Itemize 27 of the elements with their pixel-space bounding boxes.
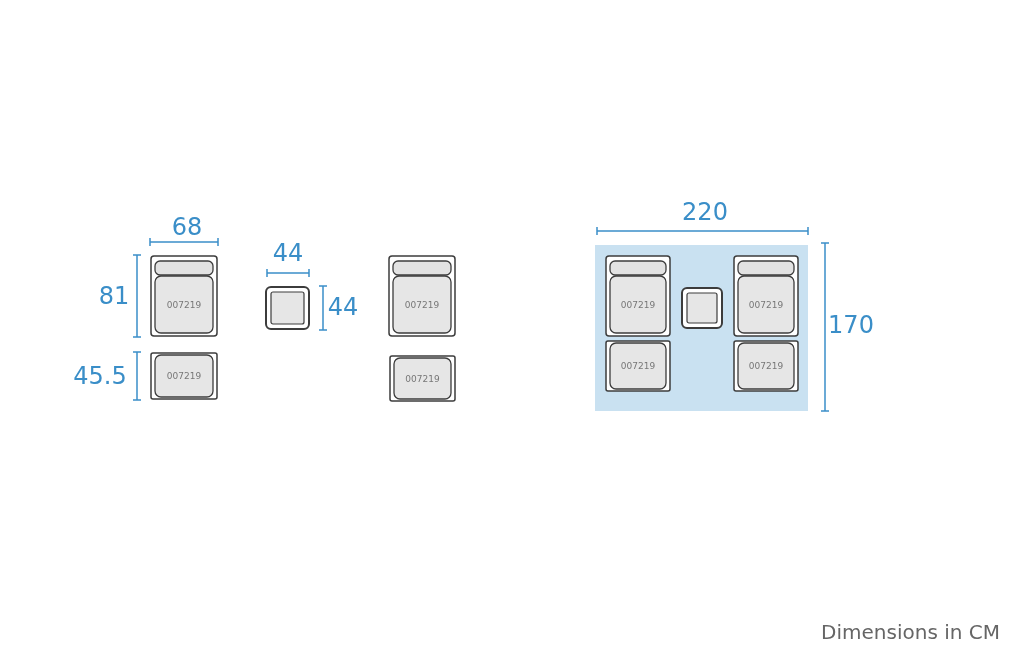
product-code: 007219 (620, 361, 656, 371)
product-code: 007219 (166, 299, 202, 310)
footstool (389, 355, 456, 402)
side-table (265, 286, 310, 330)
dimension-value: 45.5 (73, 364, 127, 388)
product-code: 007219 (748, 299, 784, 310)
product-code: 007219 (166, 371, 202, 381)
product-code: 007219 (404, 299, 440, 310)
armchair (150, 255, 218, 337)
product-code: 007219 (748, 361, 784, 371)
footstool (605, 340, 671, 392)
dimension-value: 220 (682, 200, 728, 224)
side-table (681, 287, 723, 329)
footstool (150, 352, 218, 400)
dimension-value: 170 (828, 313, 874, 337)
dimension-value: 44 (327, 295, 359, 319)
dimension-value: 44 (272, 241, 304, 265)
footstool (733, 340, 799, 392)
dimension-value: 68 (171, 215, 203, 239)
units-note: Dimensions in CM (821, 622, 1000, 642)
armchair (605, 255, 671, 337)
product-code: 007219 (405, 373, 440, 384)
armchair (388, 255, 456, 337)
armchair (733, 255, 799, 337)
layout-area (595, 245, 808, 411)
dimension-value: 81 (98, 284, 130, 308)
product-code: 007219 (620, 299, 656, 310)
